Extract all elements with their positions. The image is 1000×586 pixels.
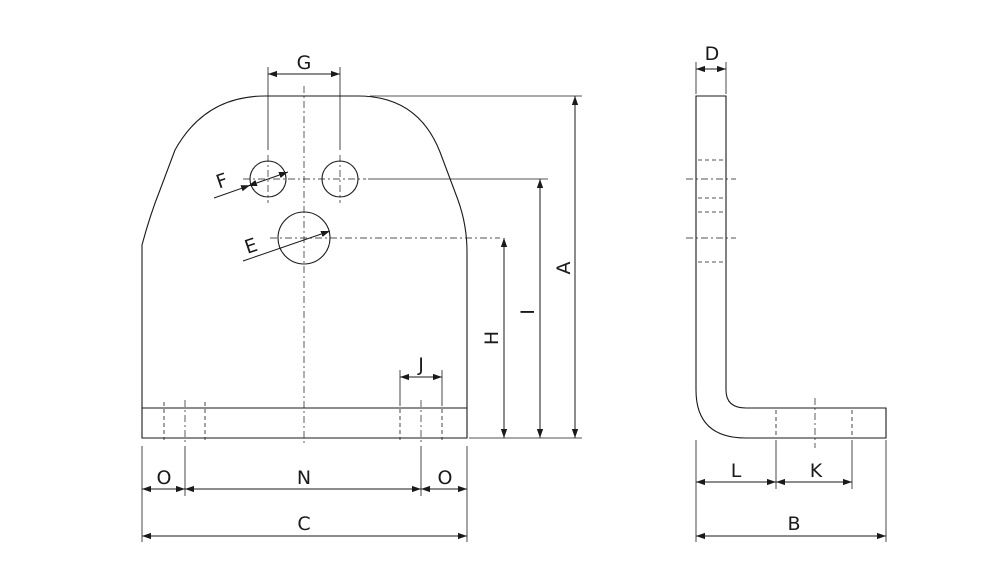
dim-label-h: H [481, 331, 503, 345]
side-view-dimensions: D L K B [695, 43, 887, 542]
dim-label-k: K [810, 460, 823, 482]
front-view-dimensions: G F E H I A J O N [141, 52, 582, 542]
side-view [686, 95, 887, 448]
dim-label-n: N [297, 467, 311, 489]
dim-label-a: A [553, 262, 575, 275]
dim-label-c: C [297, 513, 310, 535]
plate-outline [141, 95, 468, 439]
dim-label-g: G [297, 52, 312, 74]
bracket-profile [695, 95, 887, 439]
dim-label-f: F [213, 169, 231, 193]
dim-line-e [242, 230, 331, 262]
front-view [141, 86, 500, 446]
dim-label-e: E [242, 234, 261, 259]
dim-label-o-right: O [438, 467, 453, 489]
dim-label-i: I [517, 309, 539, 315]
dim-label-j: J [417, 354, 424, 376]
dim-label-o-left: O [157, 467, 172, 489]
dim-label-d: D [705, 43, 720, 65]
dim-label-b: B [787, 513, 800, 535]
dim-label-l: L [731, 460, 742, 482]
